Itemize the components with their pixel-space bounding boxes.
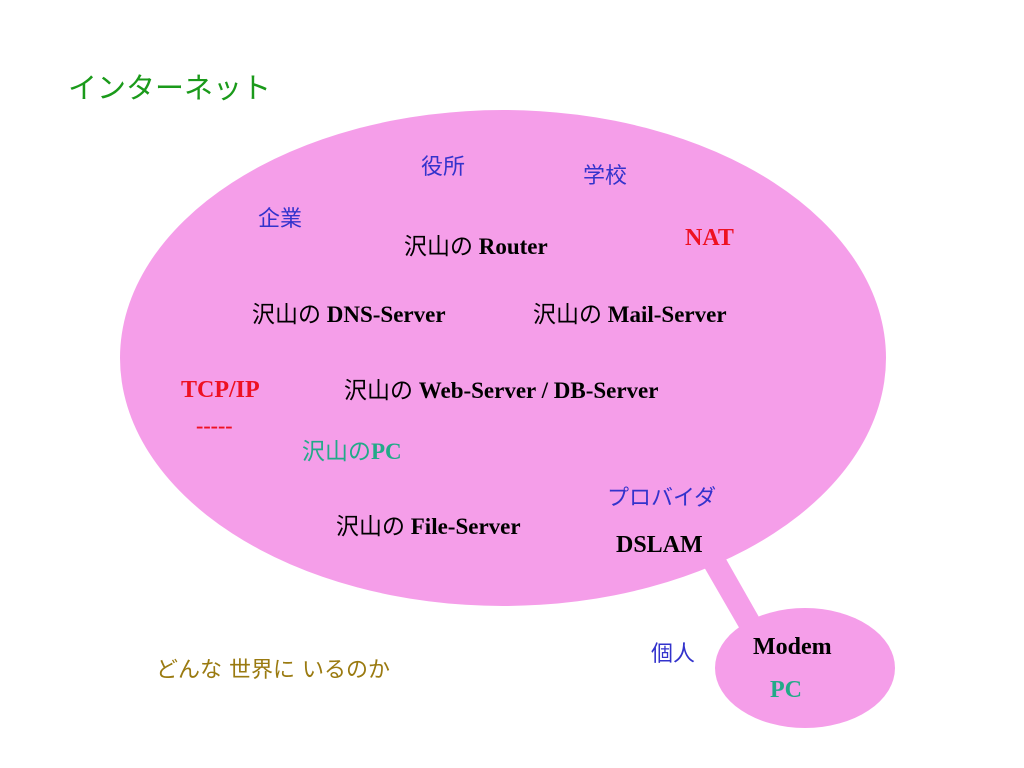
- file-servers-name: File-Server: [410, 514, 521, 539]
- mail-servers-label: 沢山の Mail-Server: [533, 303, 727, 327]
- page-title: インターネット: [68, 71, 272, 105]
- government-label: 役所: [421, 155, 466, 180]
- nat-label: NAT: [685, 225, 734, 251]
- web-db-servers-label: 沢山の Web-Server / DB-Server: [344, 379, 658, 403]
- dns-servers-prefix: 沢山の: [252, 302, 321, 328]
- internet-bubble: [120, 110, 886, 606]
- home-pc-label: PC: [770, 677, 802, 703]
- pcs-prefix: 沢山の: [302, 439, 371, 465]
- routers-name: Router: [478, 234, 548, 259]
- modem-label: Modem: [753, 634, 832, 660]
- dslam-label: DSLAM: [616, 532, 703, 558]
- subtitle: どんな 世界に いるのか: [156, 658, 390, 683]
- web-db-servers-name: Web-Server / DB-Server: [418, 378, 659, 403]
- home-bubble: [715, 608, 895, 728]
- tcp-ip-dashes: -----: [196, 413, 233, 438]
- file-servers-label: 沢山の File-Server: [336, 515, 521, 539]
- dns-servers-label: 沢山の DNS-Server: [252, 303, 446, 327]
- dns-servers-name: DNS-Server: [326, 302, 446, 327]
- routers-prefix: 沢山の: [404, 234, 473, 260]
- provider-label: プロバイダ: [607, 486, 717, 511]
- company-label: 企業: [258, 207, 303, 232]
- school-label: 学校: [583, 164, 628, 189]
- tcp-ip-label: TCP/IP: [181, 377, 260, 403]
- individual-label: 個人: [651, 642, 696, 667]
- routers-label: 沢山の Router: [404, 235, 548, 259]
- pcs-label: 沢山のPC: [302, 440, 402, 464]
- web-db-servers-prefix: 沢山の: [344, 378, 413, 404]
- file-servers-prefix: 沢山の: [336, 514, 405, 540]
- mail-servers-name: Mail-Server: [607, 302, 727, 327]
- mail-servers-prefix: 沢山の: [533, 302, 602, 328]
- pcs-name: PC: [371, 439, 402, 464]
